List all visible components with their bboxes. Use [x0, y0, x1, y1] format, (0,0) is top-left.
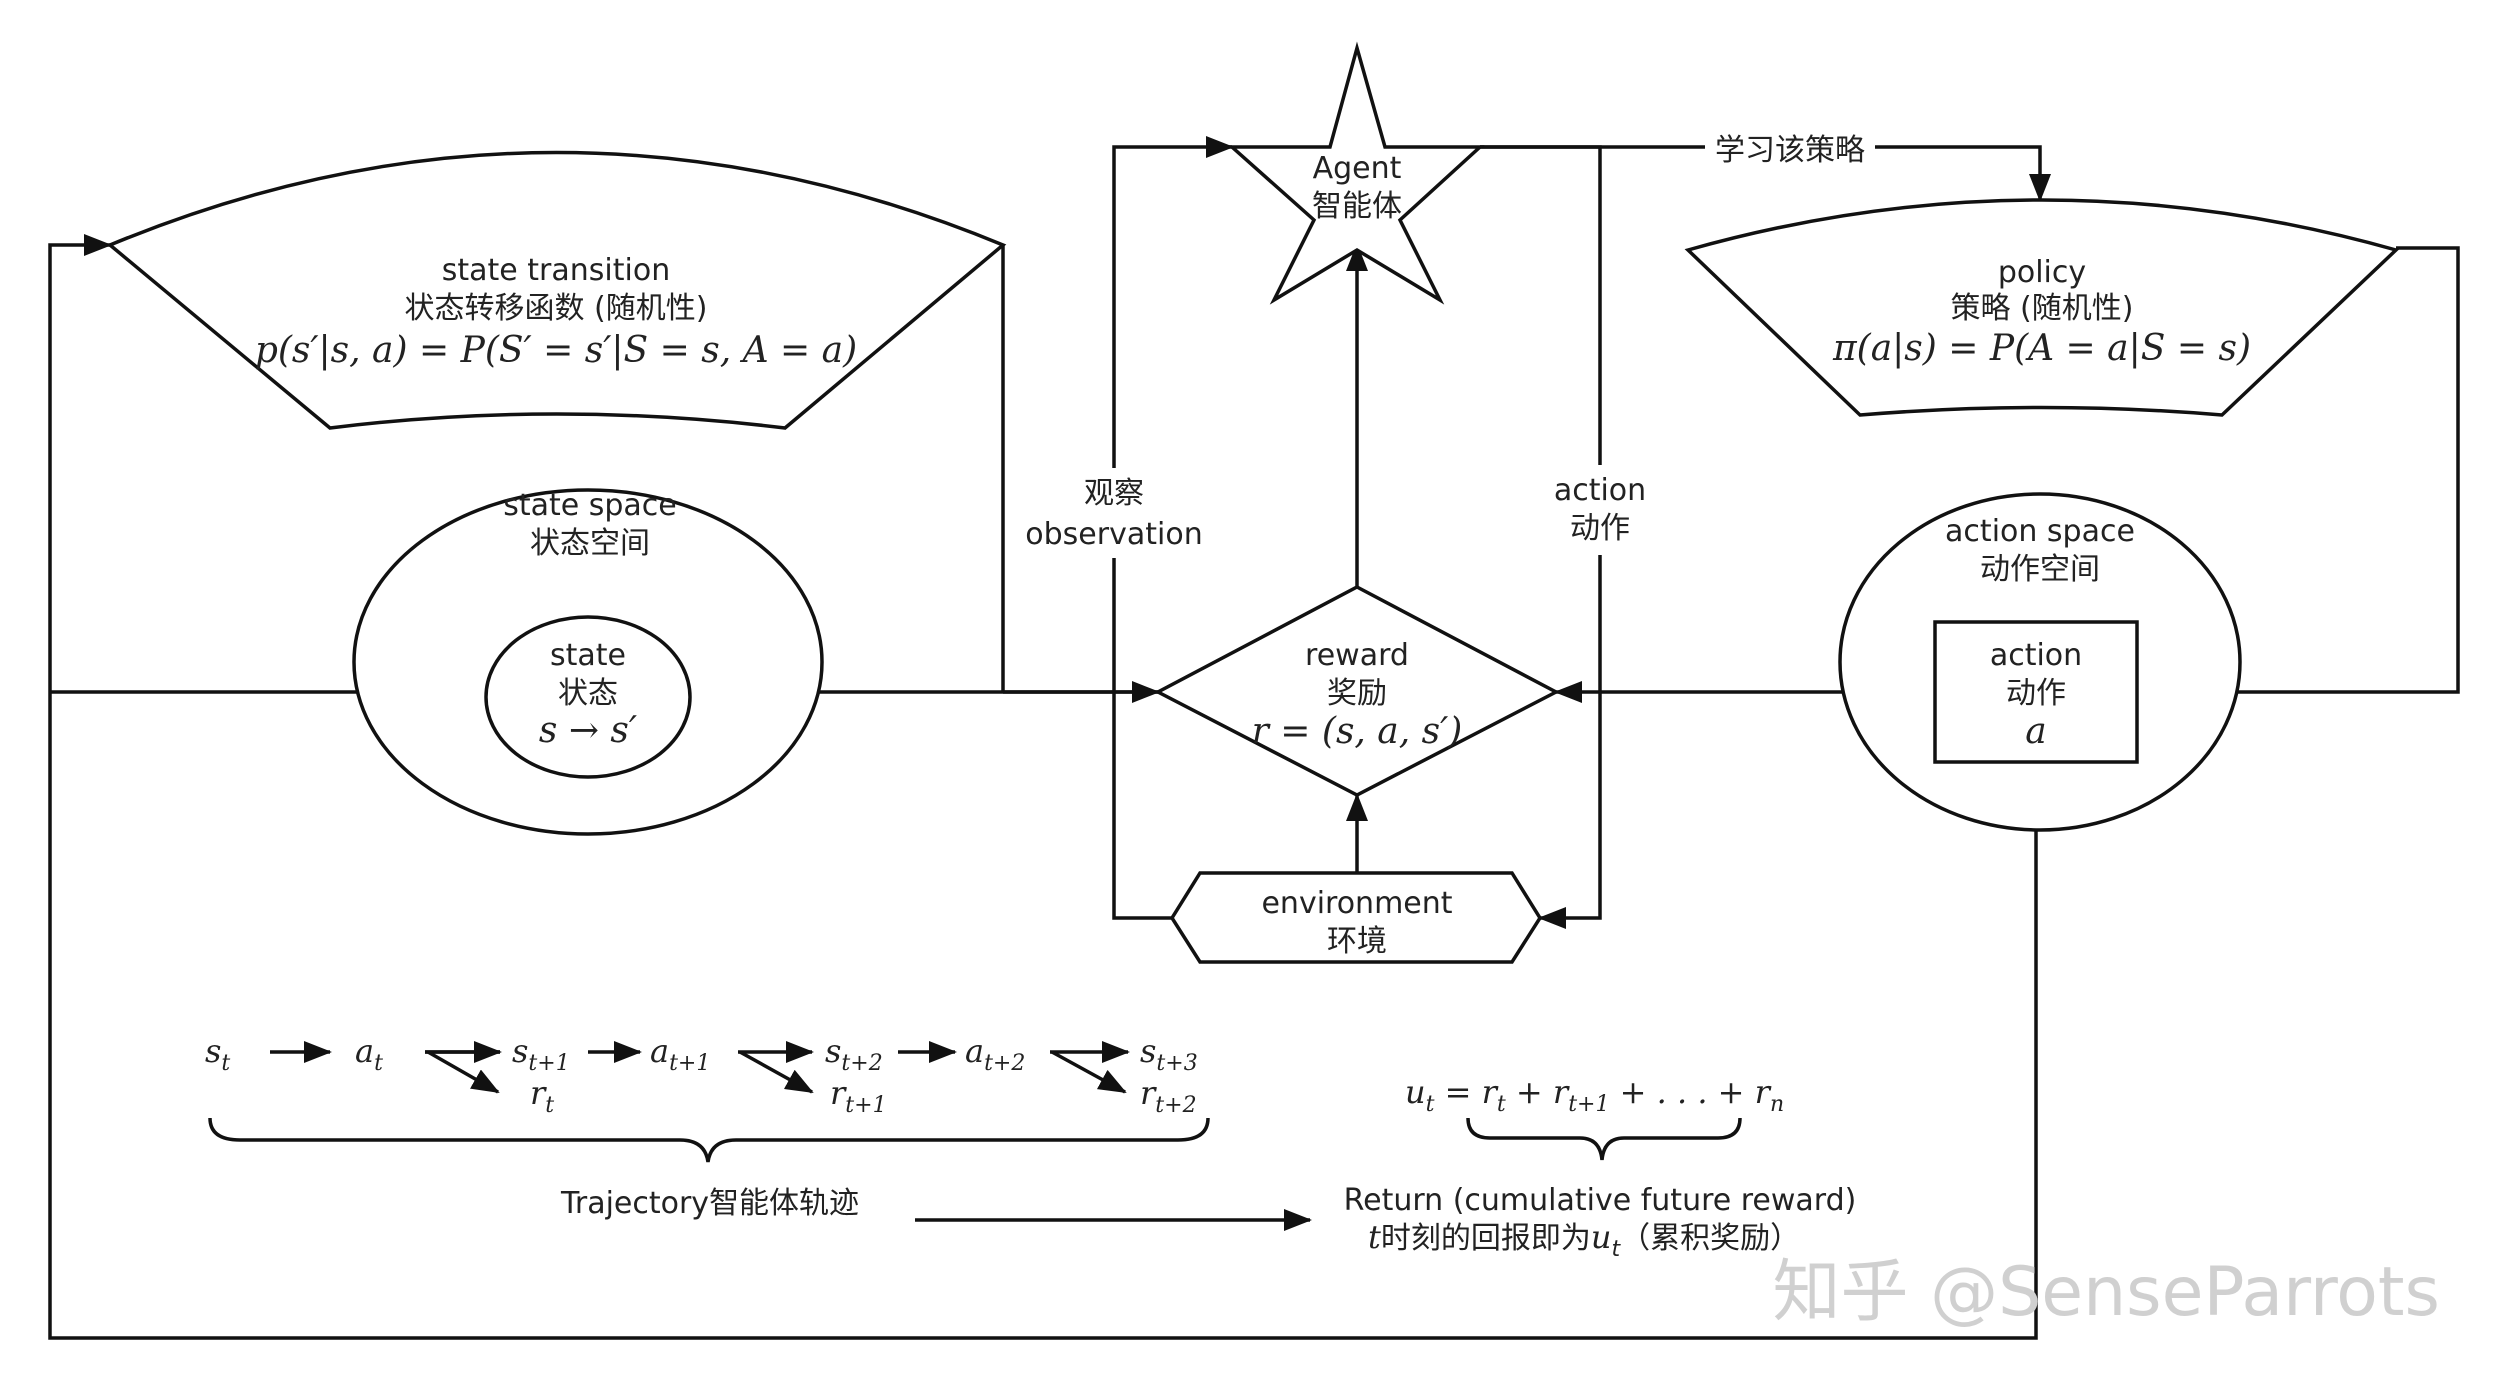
agent-line2: 智能体 [1312, 189, 1402, 224]
action-space-line2: 动作空间 [1980, 552, 2100, 587]
return-brace [1466, 1117, 1742, 1161]
observation-bg [1020, 468, 1210, 558]
state-transition-line1: state transition [442, 253, 670, 288]
reward-formula: r = (s, a, s′) [1252, 711, 1463, 752]
environment-line2: 环境 [1327, 924, 1387, 959]
state-space-line1: state space [503, 488, 677, 523]
state-line1: state [550, 638, 626, 673]
traj-s-t3: st+3 [1140, 1032, 1198, 1076]
traj-s-t1: st+1 [512, 1032, 570, 1076]
traj-a-t1: at+1 [650, 1032, 710, 1076]
state-transition-formula: p(s′|s, a) = P(S′ = s′|S = s, A = a) [255, 330, 857, 371]
action-box [1933, 620, 2139, 764]
action-line2: 动作 [2006, 676, 2066, 711]
edge-policy-to-action [2138, 246, 2460, 703]
reward-line2: 奖励 [1327, 676, 1387, 711]
environment-line1: environment [1261, 886, 1452, 921]
traj-r-t: rt [530, 1074, 554, 1118]
state-space-line2: 状态空间 [530, 526, 650, 561]
state-transition-line2: 状态转移函数 (随机性) [405, 291, 708, 326]
return-line2: t时刻的回报即为ut（累积奖励） [1368, 1218, 1800, 1262]
agent-star [1227, 41, 1485, 305]
watermark: 知乎 @SenseParrots [1772, 1253, 2440, 1332]
traj-r-t1: rt+1 [830, 1074, 887, 1118]
observation-line2: observation [1025, 517, 1202, 552]
outer-loop-edge [48, 234, 2038, 1340]
agent-line1: Agent [1313, 151, 1402, 186]
policy-line1: policy [1998, 255, 2086, 290]
action-space-line1: action space [1945, 514, 2135, 549]
state-line2: 状态 [558, 676, 618, 711]
learn-policy-bg [1705, 128, 1875, 168]
action-formula: a [2025, 711, 2046, 752]
trajectory-terms: st at st+1 rt at+1 st+2 rt+1 at+2 st+3 r… [205, 1032, 1198, 1118]
observation-line1: 观察 [1084, 476, 1144, 511]
state-ellipse [484, 615, 692, 779]
return-formula: ut = rt + rt+1 + . . . + rn [1405, 1073, 1784, 1117]
state-formula: s → s′ [539, 710, 637, 751]
traj-s-t2: st+2 [825, 1032, 883, 1076]
policy-shape [1684, 198, 2400, 417]
action-edge-line2: 动作 [1570, 511, 1630, 546]
trajectory-brace [208, 1117, 1210, 1163]
action-edge-line1: action [1554, 473, 1646, 508]
reward-diamond [1154, 585, 1560, 797]
trajectory-label: Trajectory智能体轨迹 [560, 1186, 859, 1221]
return-line1: Return (cumulative future reward) [1344, 1183, 1857, 1218]
traj-a-t2: at+2 [965, 1032, 1025, 1076]
action-edge-bg [1540, 465, 1660, 555]
reward-line1: reward [1305, 638, 1409, 673]
trajectory-arrows [270, 1041, 1130, 1094]
edge-learn-policy [1480, 145, 2051, 202]
action-line1: action [1990, 638, 2082, 673]
policy-formula: π(a|s) = P(A = a|S = s) [1832, 328, 2251, 369]
traj-r-t2: rt+2 [1140, 1074, 1197, 1118]
policy-line2: 策略 (随机性) [1951, 291, 2134, 326]
learn-policy-label: 学习该策略 [1715, 133, 1865, 168]
state-transition-shape [106, 150, 1007, 430]
traj-s-t: st [205, 1032, 230, 1076]
traj-a-t: at [355, 1032, 383, 1076]
environment-shape [1169, 871, 1543, 964]
